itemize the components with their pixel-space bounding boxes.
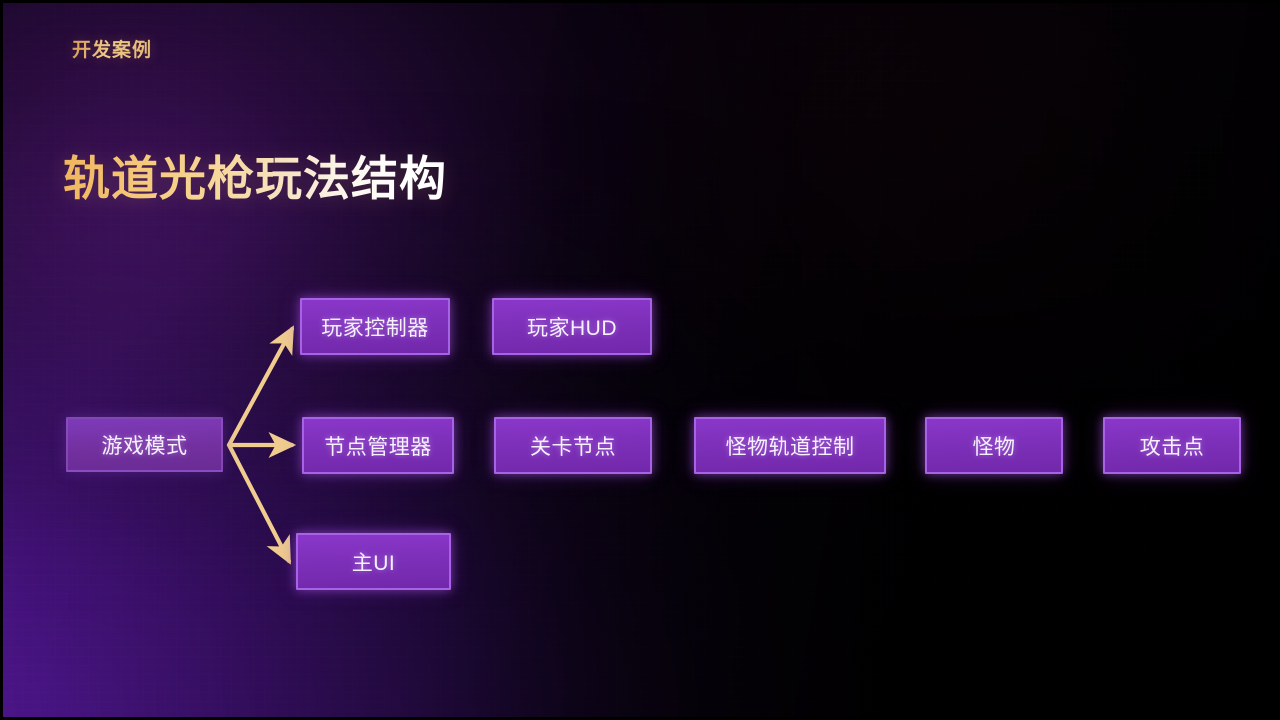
slide-eyebrow: 开发案例 (72, 35, 152, 62)
diagram-node-label: 怪物 (972, 435, 1016, 459)
diagram-node-label: 游戏模式 (101, 434, 188, 458)
diagram-node-level-node[interactable]: 关卡节点 (494, 417, 652, 474)
diagram-node-label: 怪物轨道控制 (725, 435, 855, 459)
diagram-node-player-hud[interactable]: 玩家HUD (492, 298, 652, 355)
frame-edge-right (1277, 0, 1280, 720)
diagram-node-label: 玩家控制器 (321, 316, 429, 340)
page-title: 轨道光枪玩法结构 (63, 152, 447, 206)
diagram-node-node-manager[interactable]: 节点管理器 (302, 417, 454, 474)
diagram-node-label: 关卡节点 (530, 435, 616, 459)
diagram-node-label: 节点管理器 (324, 435, 432, 459)
frame-edge-left (0, 0, 3, 720)
frame-edge-top (0, 0, 1280, 3)
diagram-node-main-ui[interactable]: 主UI (296, 533, 451, 590)
diagram-node-monster-track-control[interactable]: 怪物轨道控制 (694, 417, 886, 474)
frame-edge-bottom (0, 717, 1280, 720)
diagram-node-label: 主UI (351, 551, 396, 575)
diagram-node-attack-point[interactable]: 攻击点 (1103, 417, 1241, 474)
diagram-node-player-controller[interactable]: 玩家控制器 (300, 298, 450, 355)
diagram-node-label: 玩家HUD (527, 316, 617, 340)
diagram-node-label: 攻击点 (1139, 435, 1205, 459)
diagram-node-monster[interactable]: 怪物 (925, 417, 1063, 474)
diagram-node-game-mode[interactable]: 游戏模式 (66, 417, 223, 472)
